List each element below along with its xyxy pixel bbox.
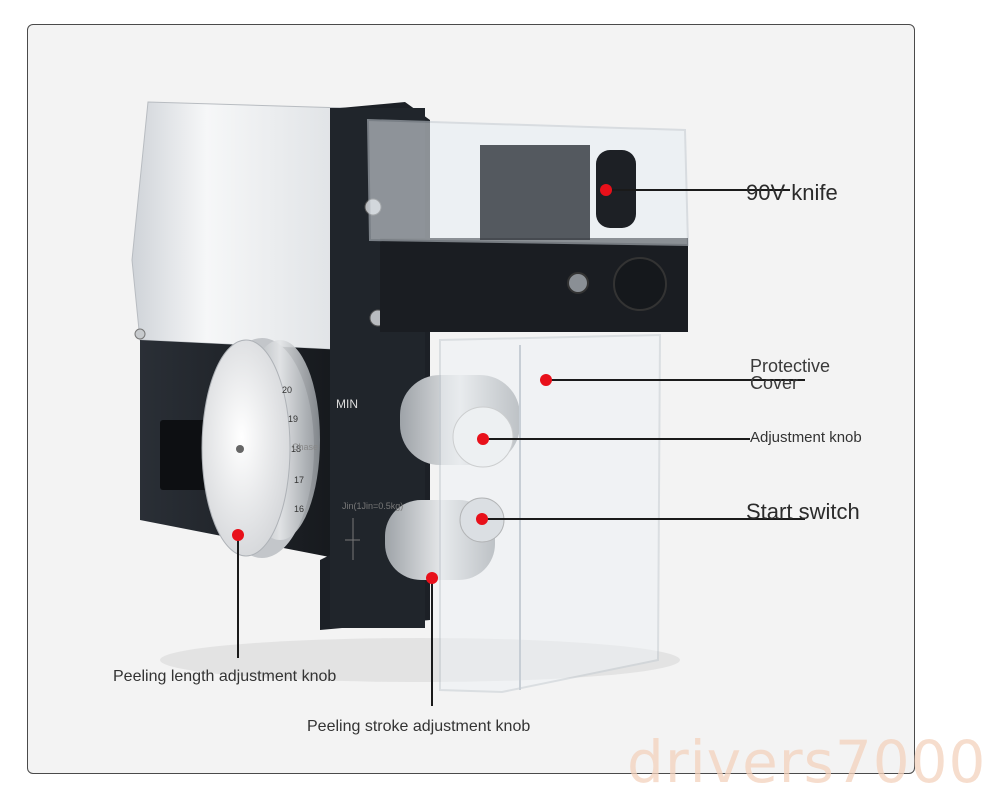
dial-face — [201, 339, 291, 557]
label-peeling-stroke-knob: Peeling stroke adjustment knob — [307, 718, 531, 735]
wire-stripping-machine-photo: MIN Jin(1Jin=0.5kg) 20 19 18 17 16 Chase — [131, 101, 805, 706]
marker-length — [232, 529, 244, 541]
dial-number: 16 — [294, 504, 304, 514]
min-marking: MIN — [336, 397, 358, 411]
label-peeling-length-knob: Peeling length adjustment knob — [113, 668, 337, 685]
label-90v-knife: 90V knife — [746, 180, 838, 205]
label-adjustment-knob: Adjustment knob — [750, 429, 862, 446]
dial-number: 19 — [288, 414, 298, 424]
label-protective-cover: Protective Cover — [750, 356, 831, 393]
silver-casing — [131, 101, 346, 351]
dial-hub — [236, 445, 244, 453]
marker-stroke — [426, 572, 438, 584]
side-screw — [134, 328, 146, 340]
marker-knife — [600, 184, 612, 196]
watermark: drivers7000 — [627, 728, 986, 796]
protective-cover-front — [439, 333, 662, 694]
dial-number: 20 — [282, 385, 292, 395]
knife-holder — [480, 145, 590, 240]
marker-cover — [540, 374, 552, 386]
marker-adjust — [477, 433, 489, 445]
dial-number: 17 — [294, 475, 304, 485]
bolt-hole — [567, 272, 589, 294]
knob-small — [613, 257, 667, 311]
label-start-switch: Start switch — [746, 499, 860, 524]
jin-marking: Jin(1Jin=0.5kg) — [342, 501, 403, 511]
chase-marking: Chase — [292, 442, 318, 452]
dial-number: 18 — [291, 444, 301, 454]
marker-start — [476, 513, 488, 525]
